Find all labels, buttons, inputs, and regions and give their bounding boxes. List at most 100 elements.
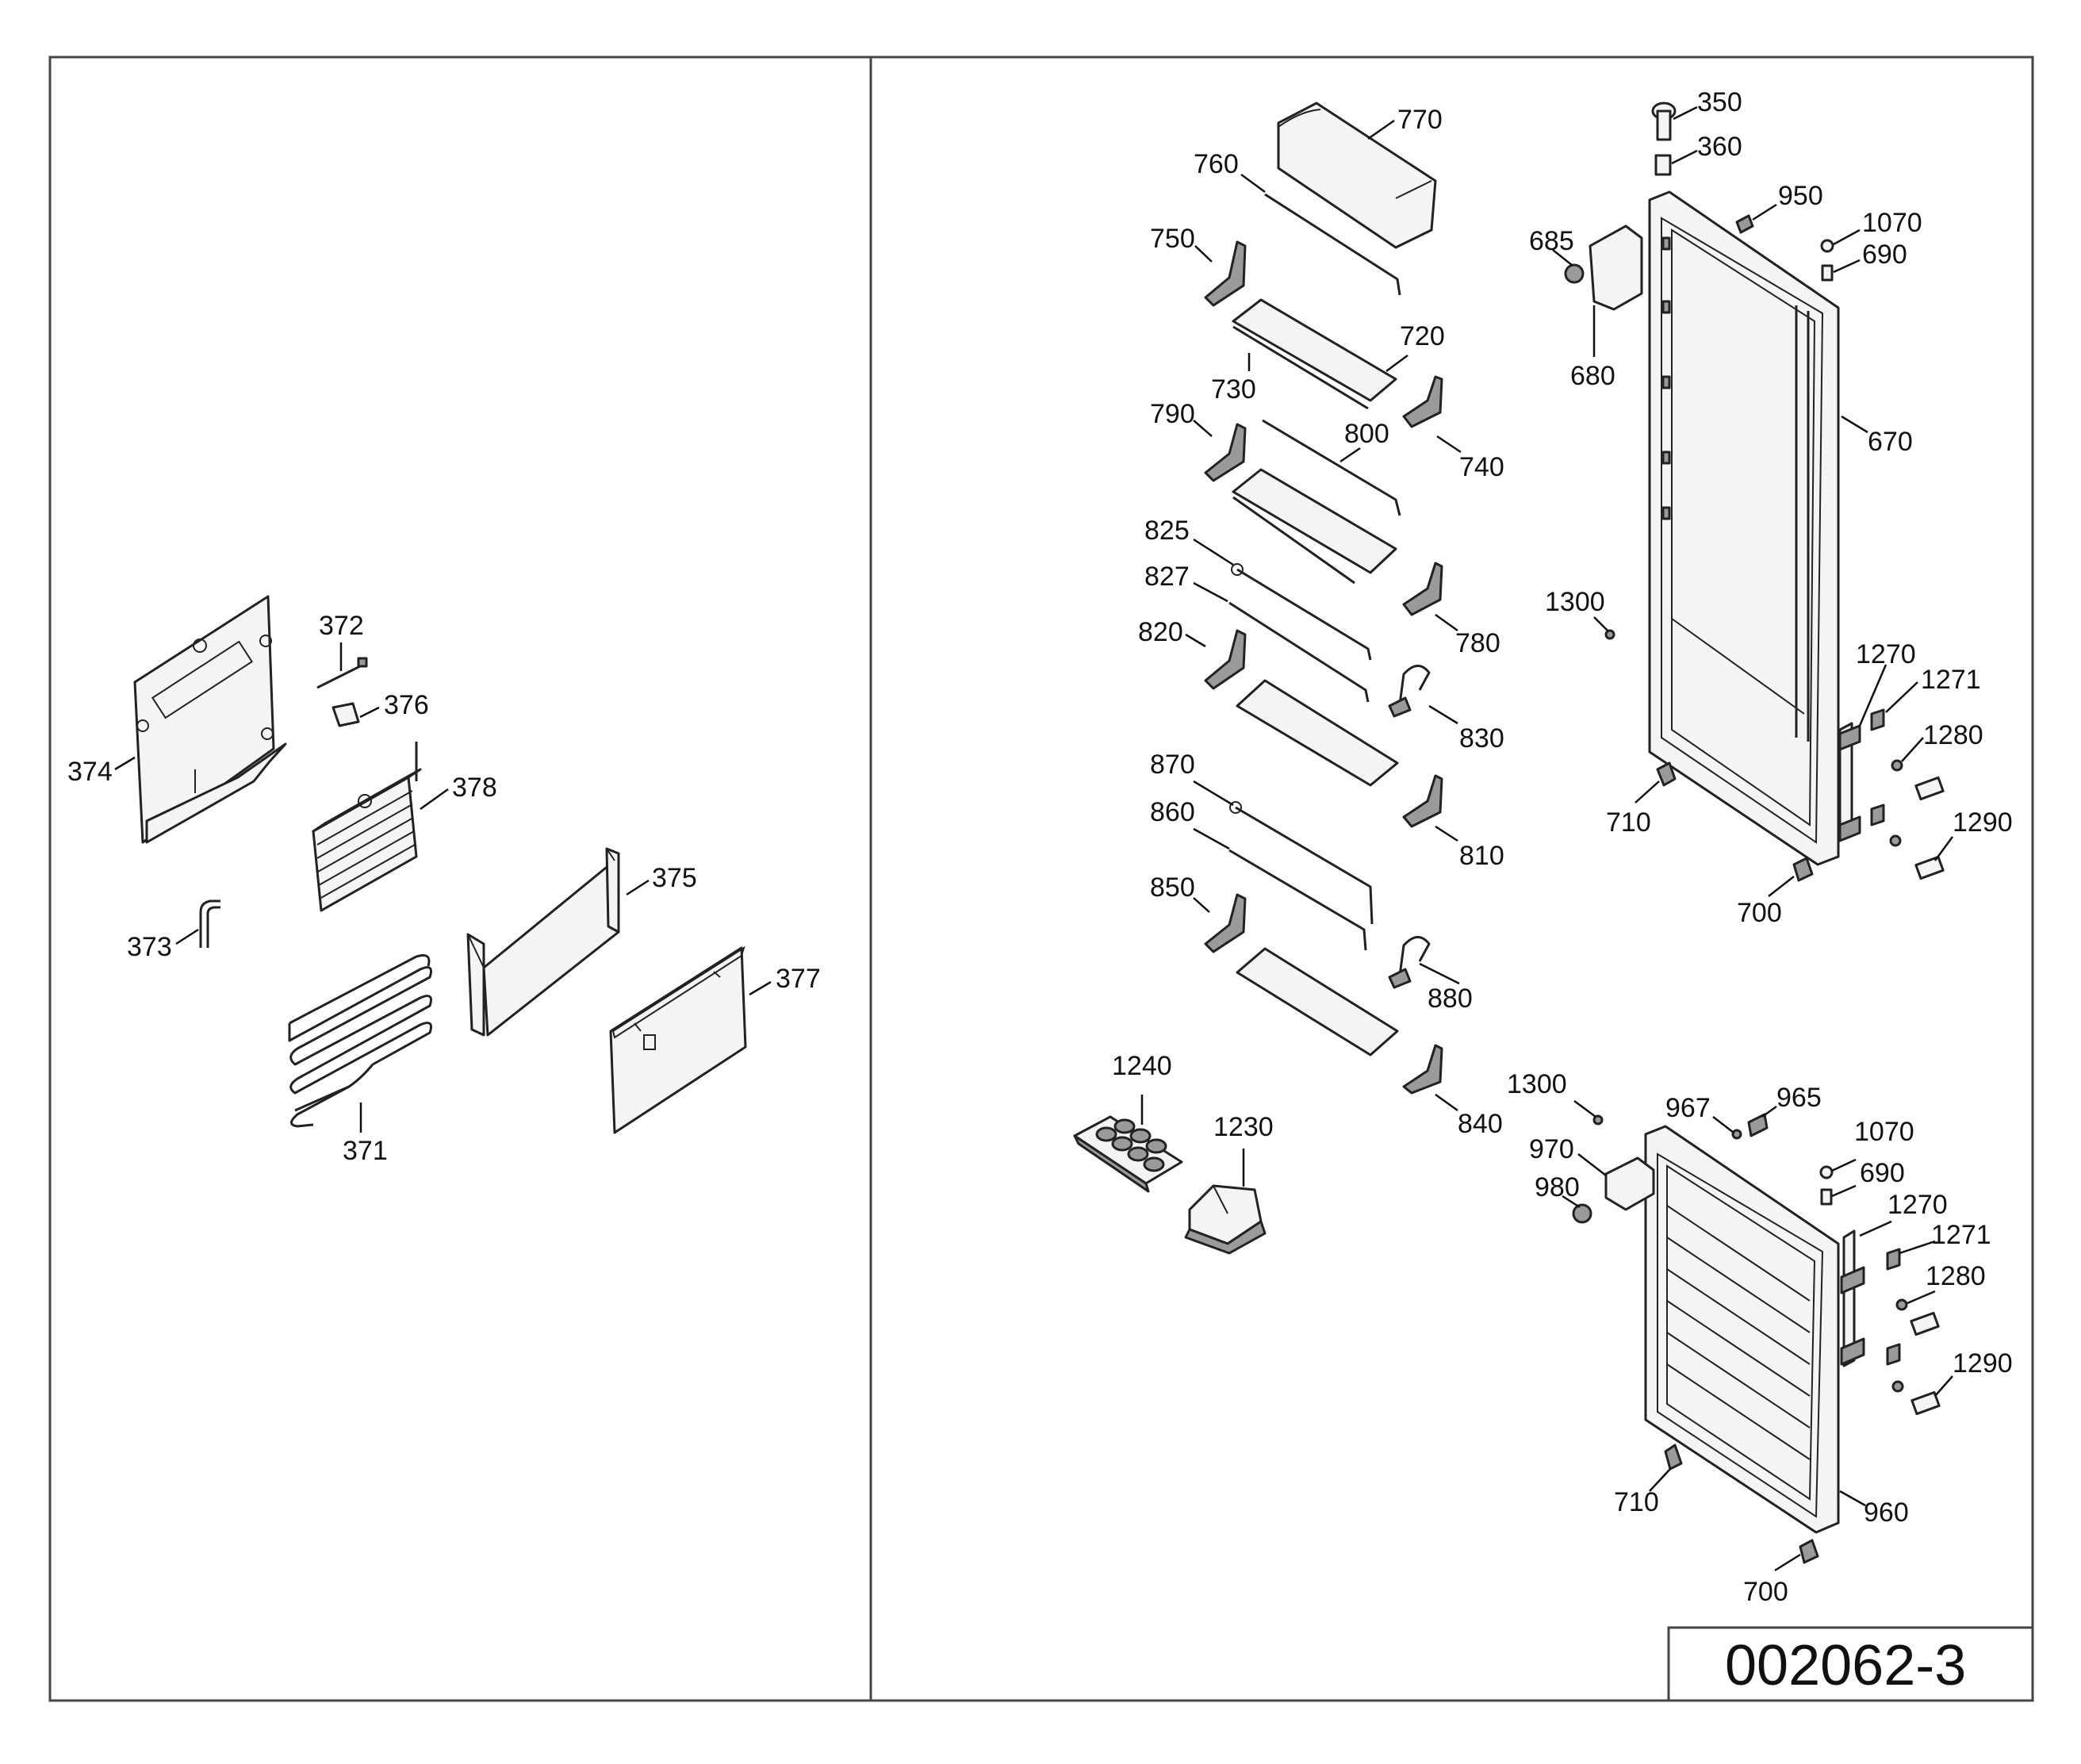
leader-1271b (1899, 1240, 1936, 1255)
plug-1300b (1592, 1114, 1604, 1126)
callout-1300a: 1300 (1545, 587, 1605, 617)
leader-960 (1839, 1490, 1866, 1507)
callout-1070a: 1070 (1862, 208, 1922, 238)
callout-740: 740 (1459, 452, 1504, 482)
screw-1070b (1819, 1165, 1834, 1179)
rod-870 (1229, 801, 1374, 925)
callout-965: 965 (1776, 1083, 1822, 1113)
callout-710b: 710 (1614, 1487, 1659, 1517)
heater-371 (288, 954, 432, 1128)
leader-970 (1577, 1153, 1607, 1176)
leader-1300a (1593, 616, 1609, 632)
leader-710b (1649, 1468, 1671, 1492)
callout-870: 870 (1150, 750, 1195, 780)
callout-371: 371 (343, 1136, 388, 1166)
cap-1290a (1914, 776, 1945, 801)
leader-780 (1435, 613, 1458, 632)
callout-967: 967 (1665, 1093, 1711, 1123)
pin-690a (1821, 264, 1834, 282)
callout-980: 980 (1535, 1172, 1580, 1202)
leader-1270b (1859, 1220, 1892, 1237)
leader-830 (1428, 704, 1458, 725)
callout-372: 372 (319, 611, 364, 641)
callout-1280b: 1280 (1926, 1261, 1986, 1291)
bracket-970 (1604, 1156, 1655, 1211)
stop-700a (1792, 857, 1814, 882)
callout-730: 730 (1211, 374, 1256, 405)
bracket-680 (1589, 224, 1643, 311)
leader-1070a (1833, 228, 1861, 246)
leader-740 (1436, 435, 1462, 454)
callout-810: 810 (1459, 841, 1504, 871)
callout-950: 950 (1778, 181, 1823, 211)
leader-750 (1194, 245, 1213, 263)
leader-870 (1193, 780, 1234, 807)
leader-760 (1240, 173, 1266, 194)
shelf-820 (1236, 679, 1399, 787)
callout-770: 770 (1397, 105, 1443, 135)
callout-840: 840 (1458, 1109, 1503, 1139)
pin-690b (1820, 1188, 1833, 1206)
bracket-840 (1402, 1044, 1443, 1095)
rod-760 (1264, 193, 1401, 296)
leader-860 (1193, 827, 1230, 850)
callout-780: 780 (1455, 628, 1500, 658)
door-670 (1648, 190, 1840, 866)
bushing-360 (1654, 154, 1672, 176)
evaporator-378 (312, 742, 422, 912)
callout-960: 960 (1864, 1497, 1909, 1528)
bracket-790 (1204, 423, 1247, 482)
callout-690b: 690 (1860, 1158, 1905, 1188)
callout-700a: 700 (1737, 898, 1782, 928)
leader-720 (1385, 354, 1408, 373)
callout-970: 970 (1529, 1134, 1574, 1164)
leader-810 (1435, 825, 1458, 842)
clip-376 (332, 702, 360, 727)
pin-350 (1651, 102, 1677, 141)
screw-685 (1564, 263, 1585, 284)
screw-1280a (1891, 759, 1903, 772)
right-panel: 770 760 750 720 730 740 790 800 825 827 … (1073, 87, 2013, 1607)
drawing-frame (48, 56, 2034, 1702)
leader-827 (1193, 581, 1228, 603)
callout-1240: 1240 (1112, 1051, 1172, 1081)
stop-700b (1799, 1539, 1819, 1564)
pipe-373 (199, 899, 220, 948)
callout-1271b: 1271 (1931, 1220, 1991, 1250)
drawing-code: 002062-3 (1725, 1634, 1966, 1697)
hinge-1270a (1838, 722, 1861, 842)
leader-378 (420, 788, 449, 811)
leader-1070b (1831, 1158, 1857, 1172)
leader-377 (749, 980, 772, 996)
screws-1271a (1870, 708, 1885, 826)
callout-827: 827 (1144, 562, 1190, 592)
leader-820 (1185, 633, 1206, 648)
left-panel: 374 372 376 378 373 371 375 377 (67, 595, 821, 1166)
callout-750: 750 (1150, 224, 1195, 254)
leader-880 (1419, 962, 1460, 985)
rod-372 (316, 657, 368, 689)
leader-1270a (1858, 664, 1887, 727)
plug-1300a (1604, 629, 1615, 640)
leader-1271a (1885, 681, 1918, 713)
callout-685: 685 (1529, 226, 1574, 256)
callout-860: 860 (1150, 797, 1195, 827)
bracket-750 (1204, 240, 1247, 307)
back-plate-374 (133, 595, 287, 844)
egg-tray-1240 (1073, 1115, 1183, 1193)
leader-1280a (1901, 737, 1924, 762)
title-block: 002062-3 (1667, 1626, 2034, 1702)
bracket-820 (1204, 629, 1247, 690)
bracket-740 (1402, 375, 1443, 428)
cap-1290d (1910, 1390, 1941, 1416)
callout-1300b: 1300 (1507, 1069, 1567, 1099)
leader-700b (1774, 1553, 1801, 1572)
callout-800: 800 (1344, 419, 1389, 449)
callout-830: 830 (1459, 723, 1504, 754)
clip-830 (1388, 665, 1431, 718)
callout-825: 825 (1144, 516, 1190, 546)
screw-967 (1731, 1129, 1742, 1140)
callout-1270b: 1270 (1887, 1190, 1948, 1220)
screw-980 (1572, 1203, 1592, 1224)
leader-965 (1761, 1105, 1777, 1118)
